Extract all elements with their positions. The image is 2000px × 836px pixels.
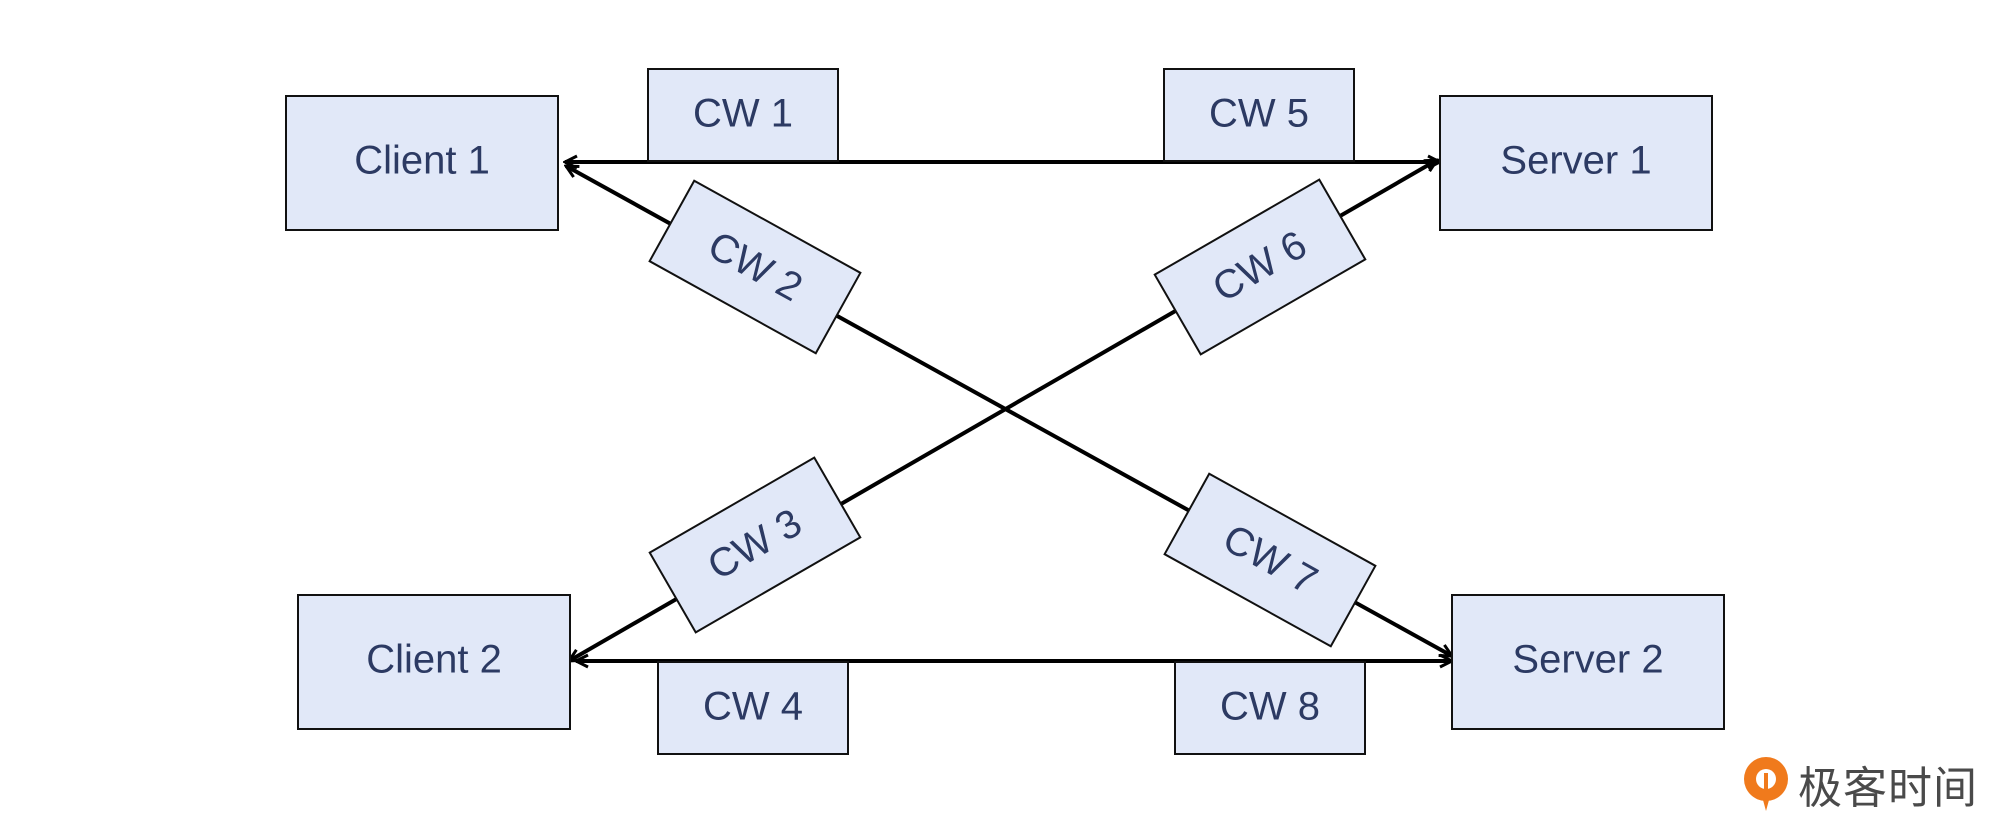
client1-box: Client 1 bbox=[285, 95, 559, 231]
cw3-box: CW 3 bbox=[648, 456, 862, 634]
cw8-box: CW 8 bbox=[1174, 661, 1366, 755]
server1-box: Server 1 bbox=[1439, 95, 1713, 231]
brand-text: 极客时间 bbox=[1798, 763, 1978, 814]
brand-watermark: 极客时间 bbox=[1740, 752, 1978, 816]
server2-label: Server 2 bbox=[1512, 638, 1663, 682]
cw6-box: CW 6 bbox=[1153, 178, 1367, 356]
client2-box: Client 2 bbox=[297, 594, 571, 730]
cw2-box: CW 2 bbox=[648, 179, 862, 355]
cw1-box: CW 1 bbox=[647, 68, 839, 162]
client2-label: Client 2 bbox=[366, 638, 502, 682]
cw1-label: CW 1 bbox=[693, 92, 793, 136]
cw8-label: CW 8 bbox=[1220, 685, 1320, 729]
cw5-label: CW 5 bbox=[1209, 92, 1309, 136]
server1-label: Server 1 bbox=[1500, 139, 1651, 183]
client1-label: Client 1 bbox=[354, 139, 490, 183]
server2-box: Server 2 bbox=[1451, 594, 1725, 730]
cw7-box: CW 7 bbox=[1163, 472, 1377, 648]
cw4-label: CW 4 bbox=[703, 685, 803, 729]
cw4-box: CW 4 bbox=[657, 661, 849, 755]
cw5-box: CW 5 bbox=[1163, 68, 1355, 162]
geektime-logo-icon bbox=[1744, 757, 1788, 811]
